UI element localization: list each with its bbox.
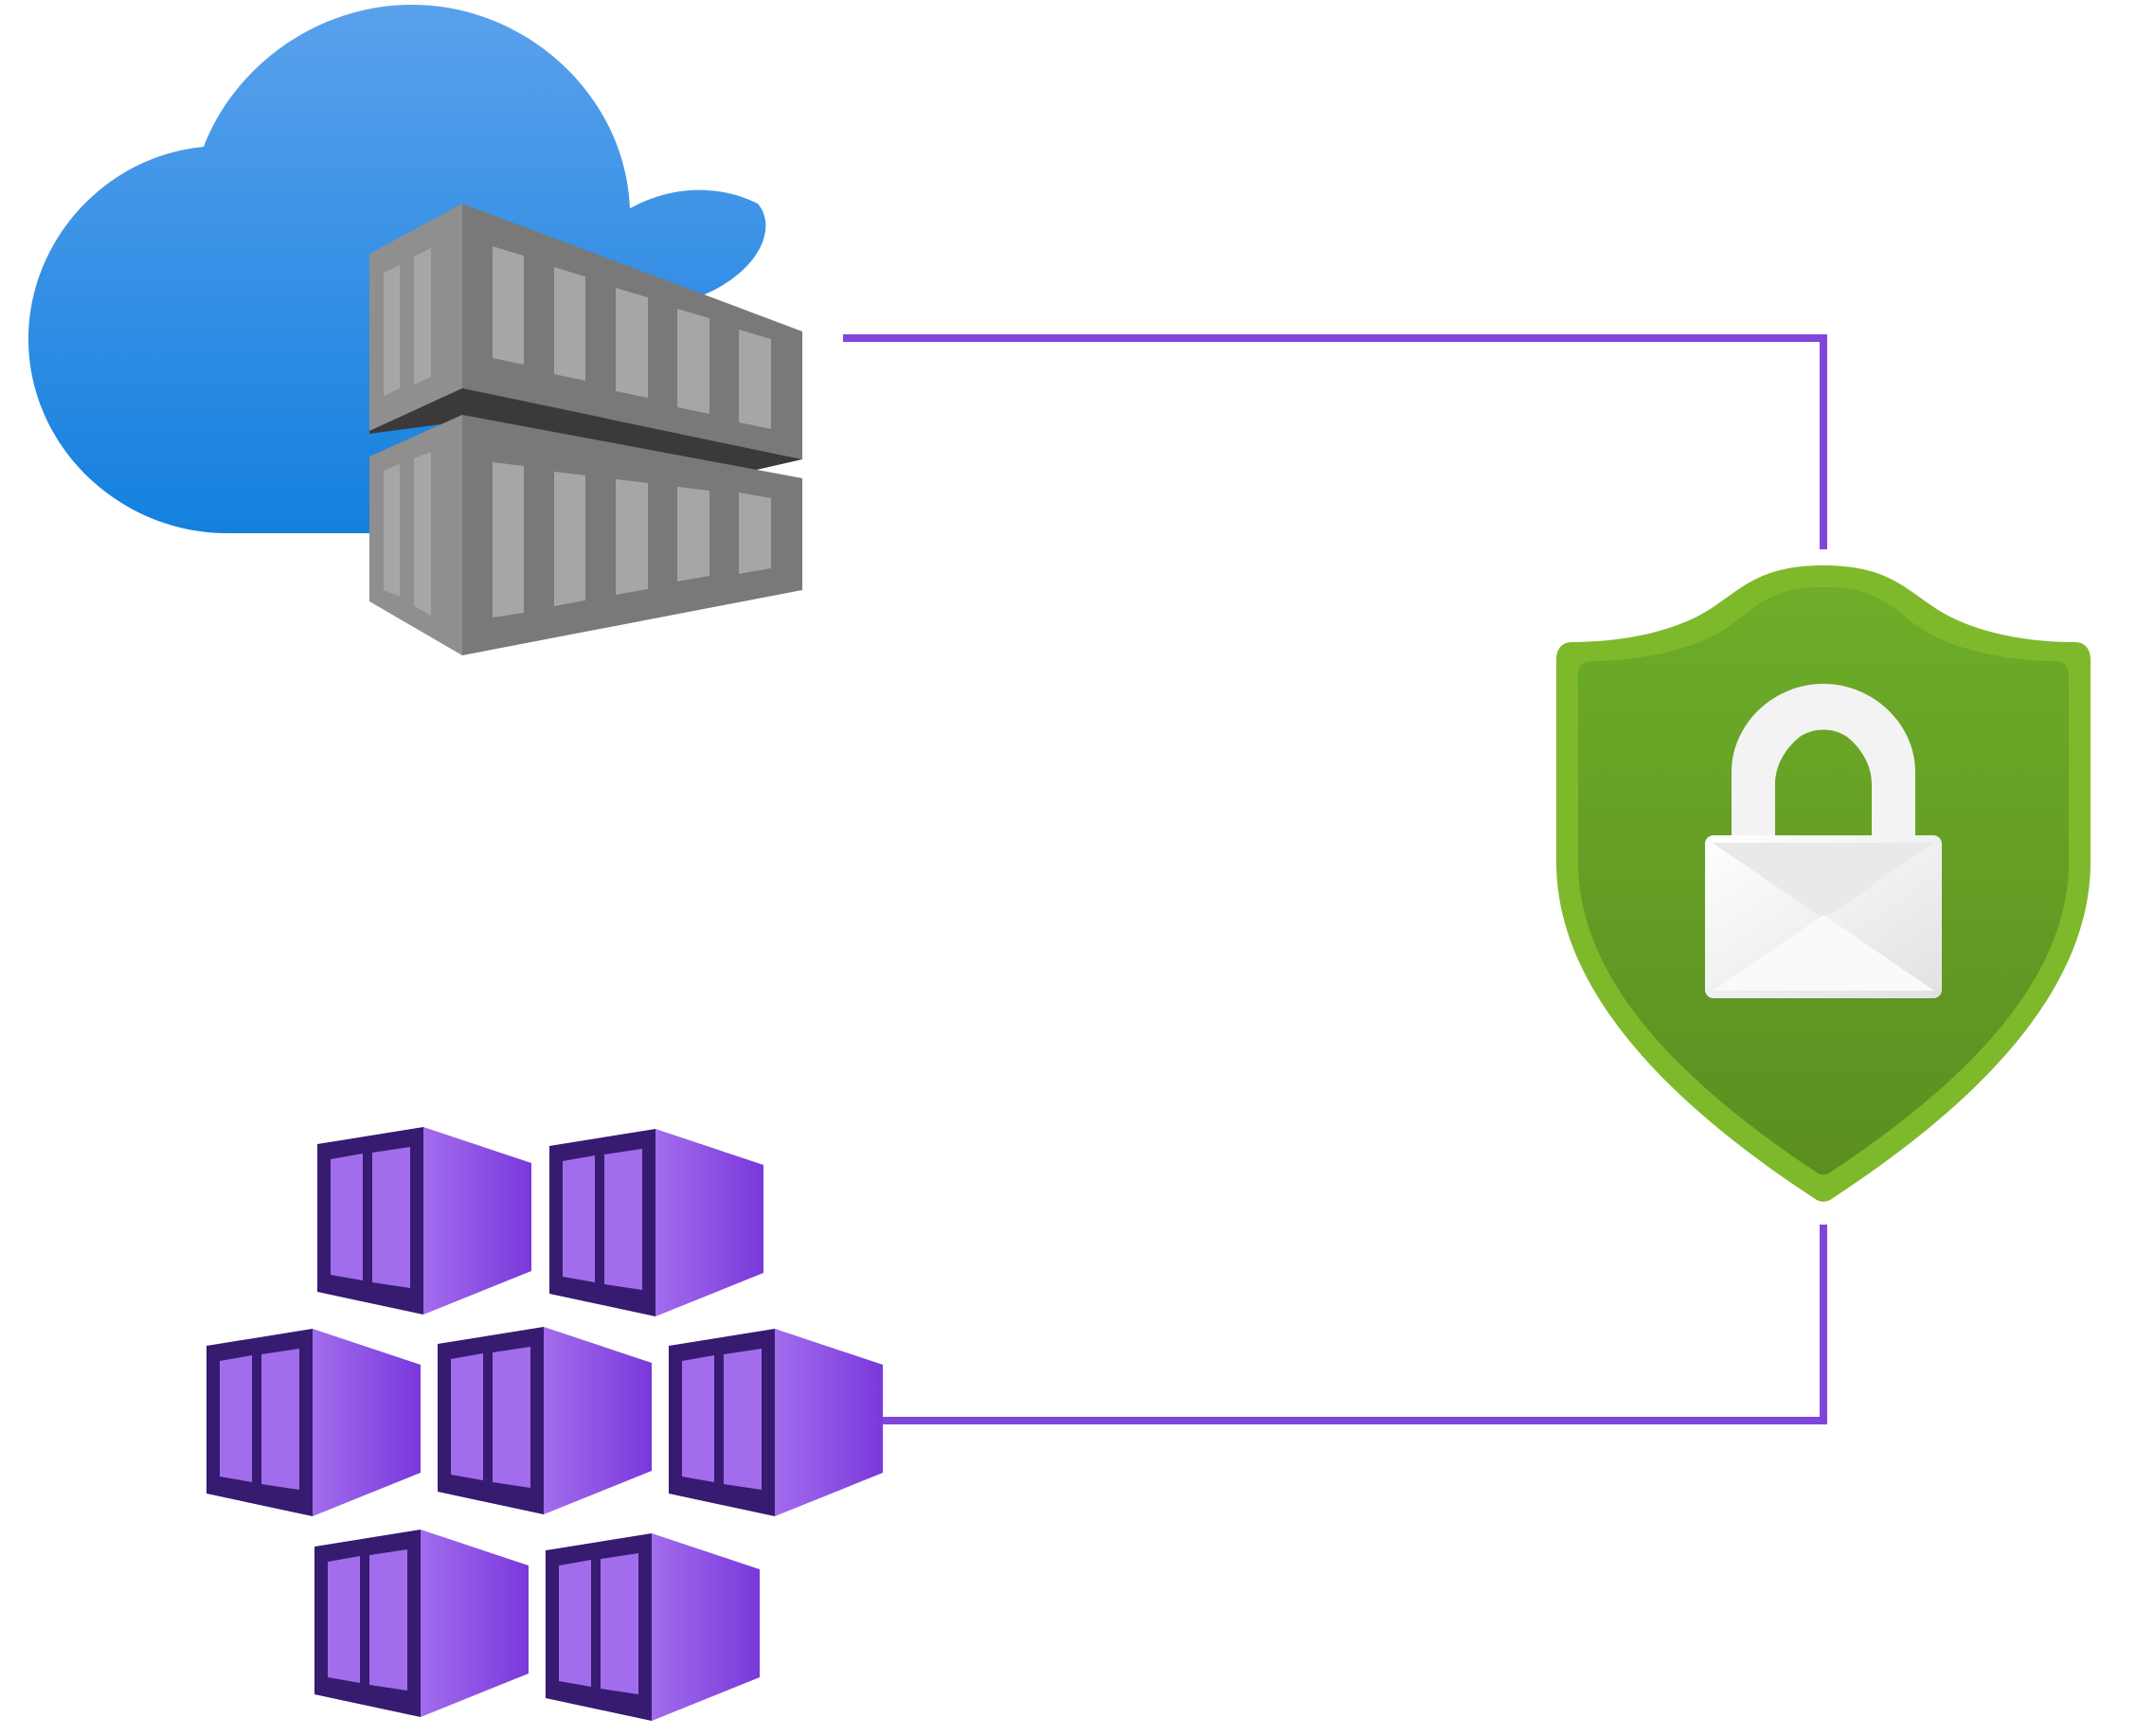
container-registry-icon [28,5,802,655]
cluster-cube-3 [206,1329,421,1516]
connector-shield-to-cluster [881,1225,1827,1424]
cluster-cube-7 [546,1533,760,1721]
container-cluster-icon [206,1127,883,1721]
connectors [843,334,1827,1424]
registry-containers [369,204,802,655]
padlock-shackle [1732,684,1915,838]
padlock-icon [1705,684,1942,998]
cluster-cube-4 [438,1327,652,1514]
cluster-cube-1 [317,1127,531,1315]
shield-lock-icon [1556,565,2091,1202]
connector-registry-to-shield [843,334,1827,549]
cluster-cube-6 [314,1530,529,1717]
cluster-cube-5 [669,1329,883,1516]
cluster-cube-2 [549,1129,763,1316]
